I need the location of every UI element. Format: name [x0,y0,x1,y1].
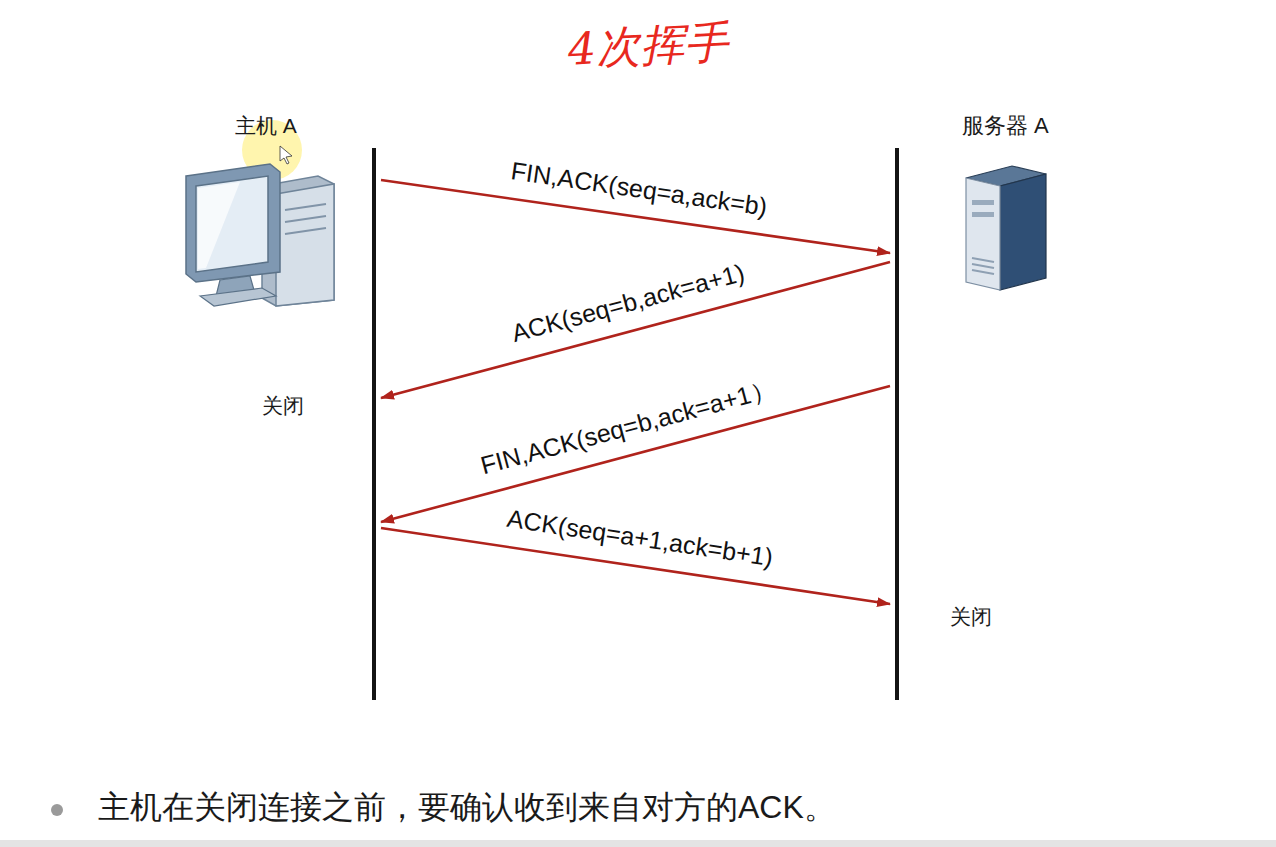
handwritten-title: 4次挥手 [567,12,730,79]
computer-icon [186,164,334,306]
lifeline-column: 主机 A [180,148,376,700]
message-label: FIN,ACK(seq=a,ack=b) [510,156,770,221]
monitor-screen [196,176,268,272]
server-front [966,178,1000,290]
message-label: ACK(seq=a+1,ack=b+1) [505,504,775,572]
host-label: 主机 A [235,112,297,140]
state-label: 关闭 [262,392,304,420]
message-arrow [381,262,890,398]
message-label: ACK(seq=b,ack=a+1) [509,258,748,348]
tower-front [276,184,334,306]
server-bay [972,200,994,205]
bullet-dot [51,804,63,816]
state-label: 关闭 [950,603,992,631]
mouse-cursor [280,146,292,164]
monitor-frame [186,164,280,282]
tower-slot [285,228,326,234]
bullet-note: 主机在关闭连接之前，要确认收到来自对方的ACK。 [98,786,836,830]
bottom-bar [0,840,1276,847]
tower-slot [285,204,326,210]
message-arrow [381,386,890,522]
monitor-base [200,288,276,306]
screen-glare [198,182,240,269]
tower-slot [285,216,326,222]
server-vent [972,258,994,262]
host-label: 服务器 A [962,111,1049,141]
server-vent [972,264,994,268]
server-vent [972,270,994,274]
message-label: FIN,ACK(seq=b,ack=a+1） [477,372,779,482]
server-side [1000,174,1046,290]
server-icon [966,166,1046,290]
server-bay [972,212,994,217]
